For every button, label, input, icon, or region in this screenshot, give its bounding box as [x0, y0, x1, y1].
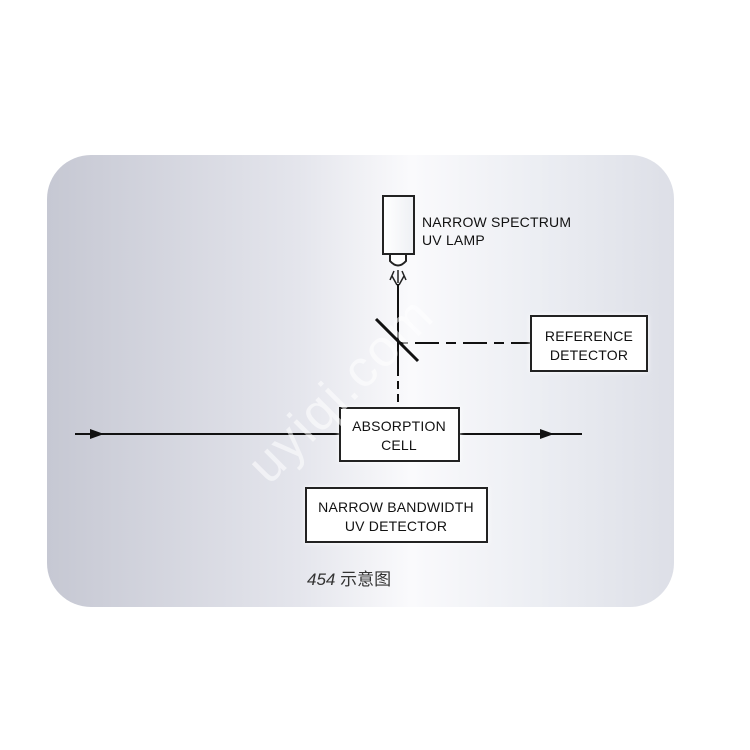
- flow-arrow-icon: [540, 429, 554, 439]
- beam-splitter: [374, 317, 420, 363]
- caption-number: 454: [307, 570, 336, 589]
- uv-lamp: [382, 195, 415, 286]
- uv-detector-box: [305, 487, 488, 543]
- uv-detector-label-line1: NARROW BANDWIDTH: [318, 499, 474, 515]
- light-rays-icon: [389, 270, 407, 286]
- uv-detector-label-line2: UV DETECTOR: [345, 518, 447, 534]
- reference-detector-label-line2: DETECTOR: [550, 347, 628, 363]
- reference-detector-box: [530, 315, 648, 372]
- lamp-label-line1: NARROW SPECTRUM: [422, 214, 571, 230]
- caption-text: 示意图: [340, 570, 392, 589]
- reference-detector-label-line1: REFERENCE: [545, 328, 633, 344]
- lamp-label-line2: UV LAMP: [422, 232, 485, 248]
- absorption-cell-box: [339, 407, 460, 462]
- absorption-cell-label-line2: CELL: [381, 437, 417, 453]
- sample-flow-line: [75, 429, 582, 439]
- flow-arrow-icon: [90, 429, 104, 439]
- absorption-cell-label-line1: ABSORPTION: [352, 418, 446, 434]
- caption: 454 示意图: [307, 565, 391, 590]
